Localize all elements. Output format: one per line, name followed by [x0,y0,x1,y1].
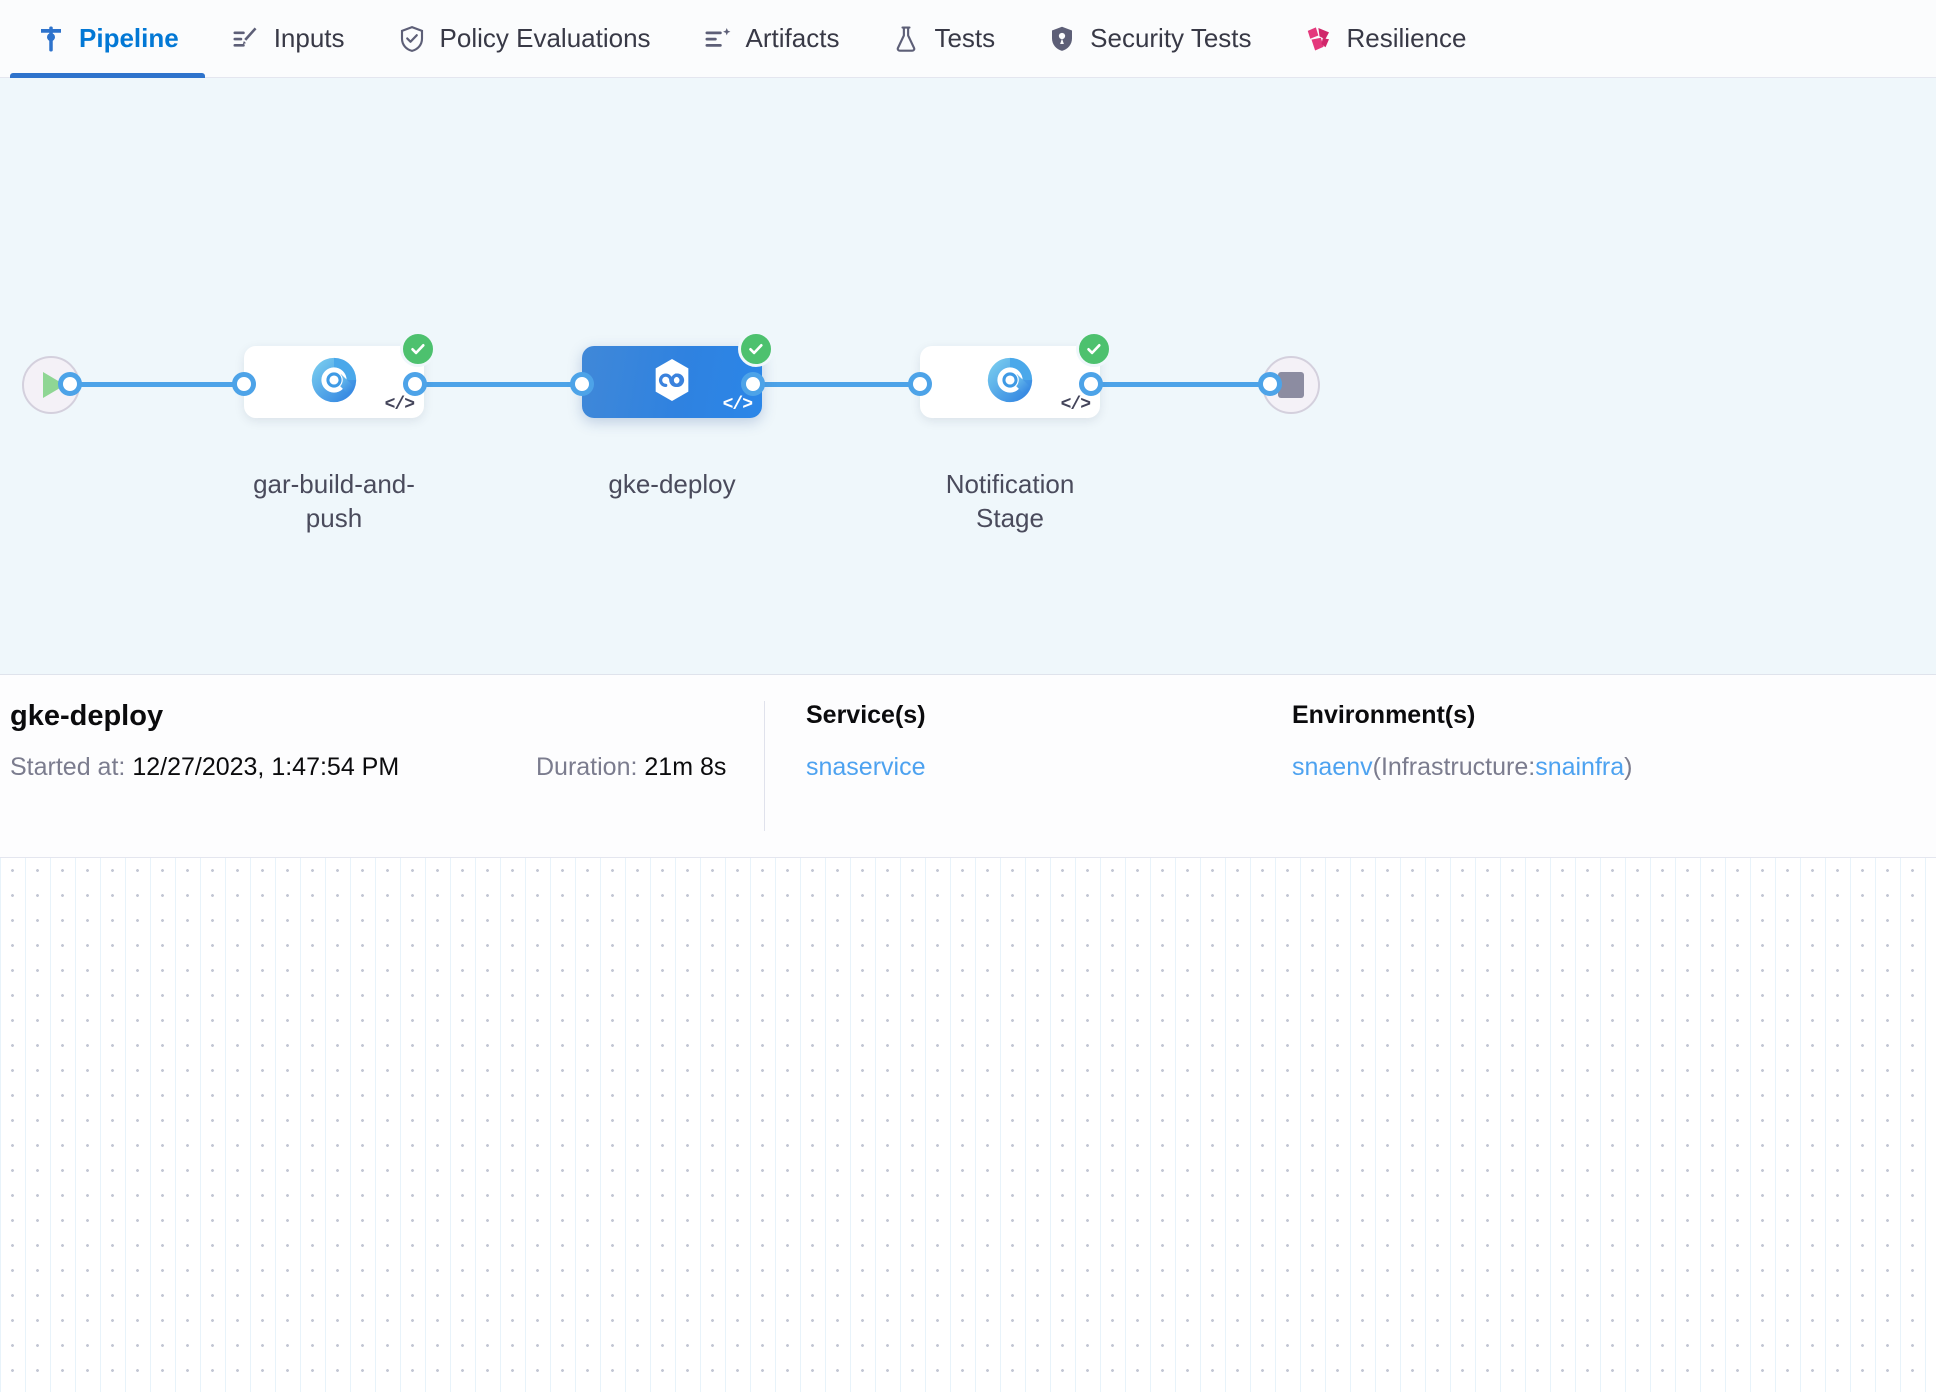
step-execution-graph[interactable]: </> Service </> Infrastructure [0,858,1936,1392]
stage-info-bar: gke-deploy Started at: 12/27/2023, 1:47:… [0,675,1936,858]
port-start-out[interactable] [58,372,82,396]
service-link[interactable]: snaservice [806,753,926,782]
tab-pipeline[interactable]: Pipeline [10,0,205,78]
stage-card-gar-build-and-push[interactable]: </> [244,346,424,418]
flask-icon [891,24,921,54]
port-stage1-out[interactable] [403,372,427,396]
artifacts-icon [703,24,733,54]
stage-card-gke-deploy[interactable]: </> [582,346,762,418]
status-badge-success [400,331,436,367]
inputs-icon [231,24,261,54]
edge-start-to-stage1 [57,382,247,387]
port-stage3-out[interactable] [1079,372,1103,396]
code-tag: </> [385,396,414,414]
tab-resilience[interactable]: Resilience [1278,0,1493,78]
pipeline-icon [36,24,66,54]
duration-label: Duration: [536,753,637,781]
tab-policy-evaluations[interactable]: Policy Evaluations [371,0,677,78]
harness-deploy-icon [644,352,700,413]
stage-label-gke-deploy: gke-deploy [532,468,812,502]
active-tab-underline [10,73,205,78]
started-at-value: 12/27/2023, 1:47:54 PM [132,753,399,781]
env-infra-suffix: ) [1624,753,1632,781]
tab-label: Inputs [274,23,345,54]
environments-header: Environment(s) [1292,701,1475,730]
execution-tab-bar: Pipeline Inputs Policy Evaluations Artif… [0,0,1936,78]
edge-stage3-to-end [1090,382,1270,387]
env-infra-name[interactable]: snainfra [1535,753,1624,781]
edge-stage1-to-stage2 [414,382,584,387]
port-stage1-in[interactable] [232,372,256,396]
tab-label: Tests [934,23,995,54]
security-shield-icon [1047,24,1077,54]
started-at-label: Started at: [10,753,125,781]
duration-value: 21m 8s [644,753,726,781]
port-stage2-in[interactable] [570,372,594,396]
tab-tests[interactable]: Tests [865,0,1021,78]
tab-artifacts[interactable]: Artifacts [677,0,866,78]
tab-label: Security Tests [1090,23,1251,54]
status-badge-success [738,331,774,367]
code-tag: </> [723,396,752,414]
port-end-in[interactable] [1258,372,1282,396]
stage-label-gar-build-and-push: gar-build-and- push [194,468,474,536]
tab-label: Artifacts [746,23,840,54]
env-infra-prefix: (Infrastructure: [1373,753,1536,781]
code-tag: </> [1061,396,1090,414]
stage-label-notification-stage: Notification Stage [870,468,1150,536]
port-stage3-in[interactable] [908,372,932,396]
google-cloud-build-icon [982,352,1038,413]
service-name[interactable]: snaservice [806,753,926,781]
stage-card-notification-stage[interactable]: </> [920,346,1100,418]
edge-stage2-to-stage3 [752,382,922,387]
tab-label: Policy Evaluations [440,23,651,54]
environment-link[interactable]: snaenv(Infrastructure:snainfra) [1292,753,1632,782]
started-at: Started at: 12/27/2023, 1:47:54 PM [10,753,399,782]
tab-inputs[interactable]: Inputs [205,0,371,78]
policy-shield-icon [397,24,427,54]
pipeline-stage-graph[interactable]: </> gar-build-and- push </> gke-deploy [0,78,1936,675]
resilience-icon [1304,24,1334,54]
info-divider-1 [764,701,765,831]
stage-title: gke-deploy [10,700,163,733]
tab-label: Resilience [1347,23,1467,54]
tab-security-tests[interactable]: Security Tests [1021,0,1277,78]
google-cloud-build-icon [306,352,362,413]
duration: Duration: 21m 8s [536,753,726,782]
port-stage2-out[interactable] [741,372,765,396]
services-header: Service(s) [806,701,926,730]
tab-label: Pipeline [79,23,179,54]
status-badge-success [1076,331,1112,367]
env-name[interactable]: snaenv [1292,753,1373,781]
